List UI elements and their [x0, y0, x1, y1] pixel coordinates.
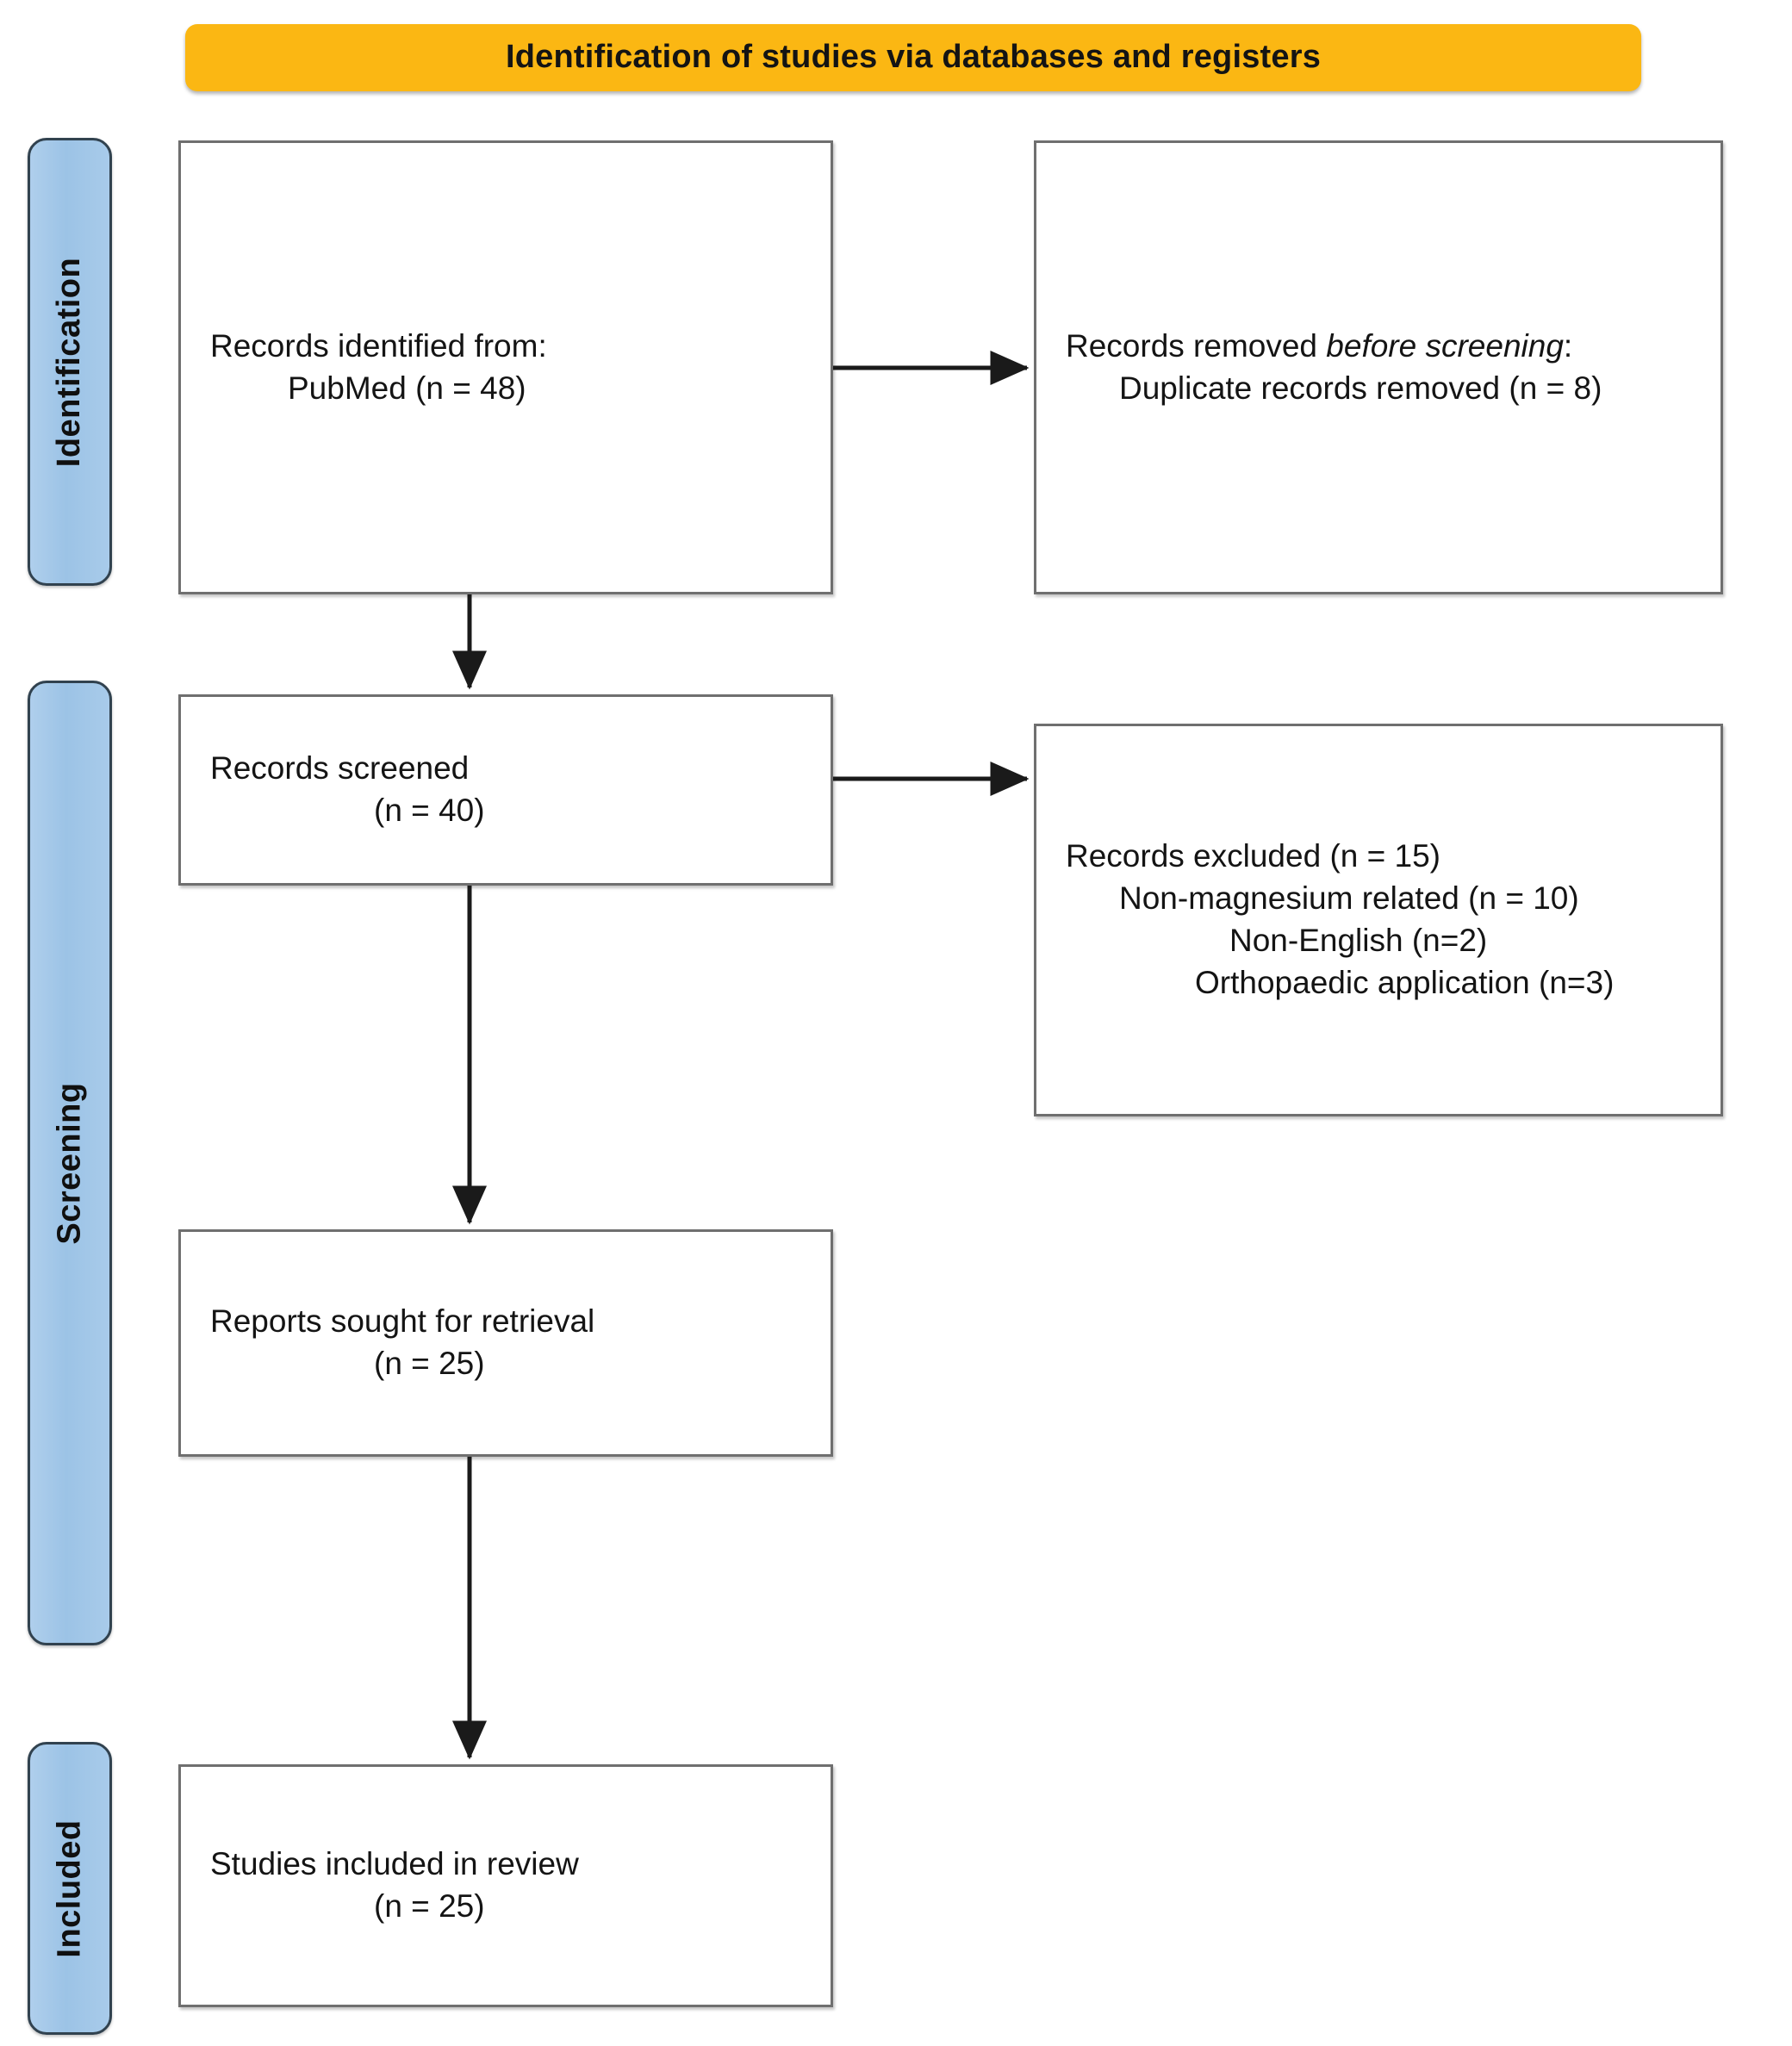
stage-label-screening: Screening — [51, 1081, 88, 1245]
records-removed-line-2: Duplicate records removed (n = 8) — [1119, 370, 1602, 406]
studies-included-line-2: (n = 25) — [374, 1888, 485, 1924]
records-removed-prefix: Records removed — [1066, 327, 1327, 364]
reports-sought-line-1: Reports sought for retrieval — [210, 1303, 595, 1340]
box-records-excluded: Records excluded (n = 15) Non-magnesium … — [1034, 724, 1723, 1116]
stage-bar-identification: Identification — [28, 138, 112, 586]
records-screened-line-1: Records screened — [210, 750, 470, 787]
box-records-screened: Records screened (n = 40) — [178, 694, 833, 886]
box-records-removed: Records removed before screening: Duplic… — [1034, 140, 1723, 594]
records-identified-line-1: Records identified from: — [210, 327, 547, 364]
records-identified-line-2: PubMed (n = 48) — [288, 370, 526, 406]
records-excluded-line-1: Records excluded (n = 15) — [1066, 838, 1440, 874]
records-excluded-line-2: Non-magnesium related (n = 10) — [1119, 880, 1579, 917]
studies-included-line-1: Studies included in review — [210, 1846, 579, 1882]
stage-label-identification: Identification — [51, 257, 88, 467]
records-excluded-line-4: Orthopaedic application (n=3) — [1195, 964, 1615, 1000]
records-removed-suffix: : — [1563, 327, 1573, 364]
records-removed-line-1: Records removed before screening: — [1066, 326, 1691, 368]
stage-bar-screening: Screening — [28, 681, 112, 1645]
stage-label-included: Included — [51, 1819, 88, 1958]
records-excluded-line-3: Non-English (n=2) — [1229, 923, 1488, 958]
records-screened-line-2: (n = 40) — [374, 793, 485, 828]
diagram-title: Identification of studies via databases … — [505, 39, 1322, 76]
box-reports-sought: Reports sought for retrieval (n = 25) — [178, 1229, 833, 1457]
records-removed-italic: before screening — [1326, 327, 1564, 364]
stage-bar-included: Included — [28, 1742, 112, 2035]
reports-sought-line-2: (n = 25) — [374, 1346, 485, 1381]
diagram-header-banner: Identification of studies via databases … — [185, 24, 1641, 91]
box-records-identified: Records identified from: PubMed (n = 48) — [178, 140, 833, 594]
box-studies-included: Studies included in review (n = 25) — [178, 1764, 833, 2007]
